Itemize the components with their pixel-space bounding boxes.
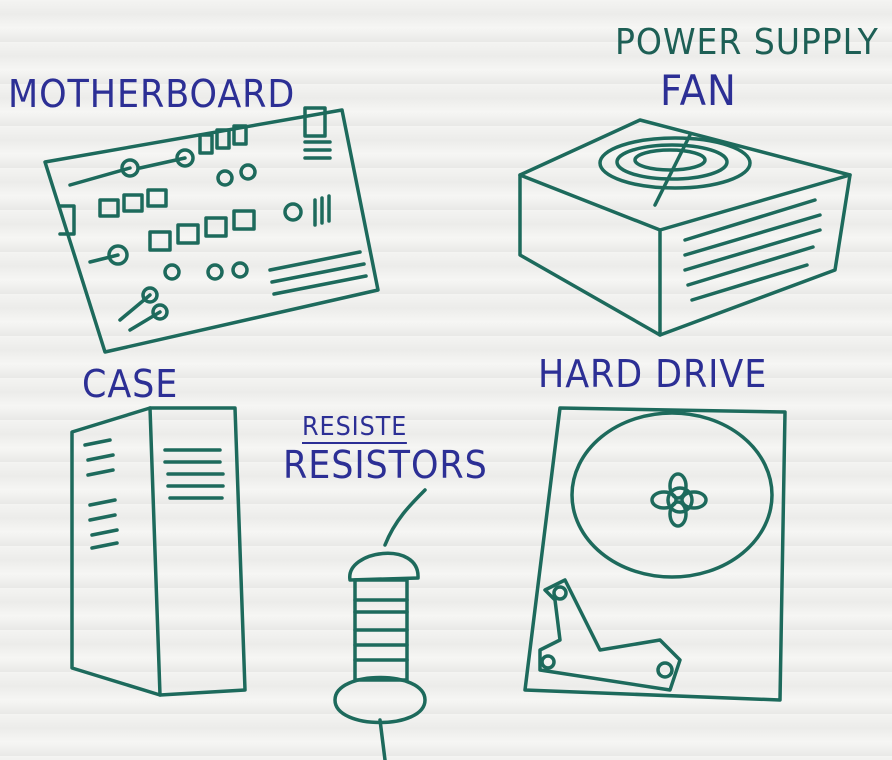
hard-drive-label: HARD DRIVE — [538, 352, 768, 396]
power-supply-label: POWER SUPPLY — [615, 22, 879, 63]
resistor-drawing — [333, 488, 427, 760]
resiste-crossed-label: RESISTE — [302, 412, 408, 444]
case-drawing — [70, 406, 247, 697]
resistors-label: RESISTORS — [283, 443, 488, 487]
motherboard-drawing — [43, 106, 380, 354]
motherboard-label: MOTHERBOARD — [8, 72, 296, 116]
case-label: CASE — [82, 362, 179, 406]
power-supply-drawing — [518, 118, 852, 337]
hard-drive-drawing — [523, 406, 787, 702]
fan-label: FAN — [660, 66, 737, 115]
